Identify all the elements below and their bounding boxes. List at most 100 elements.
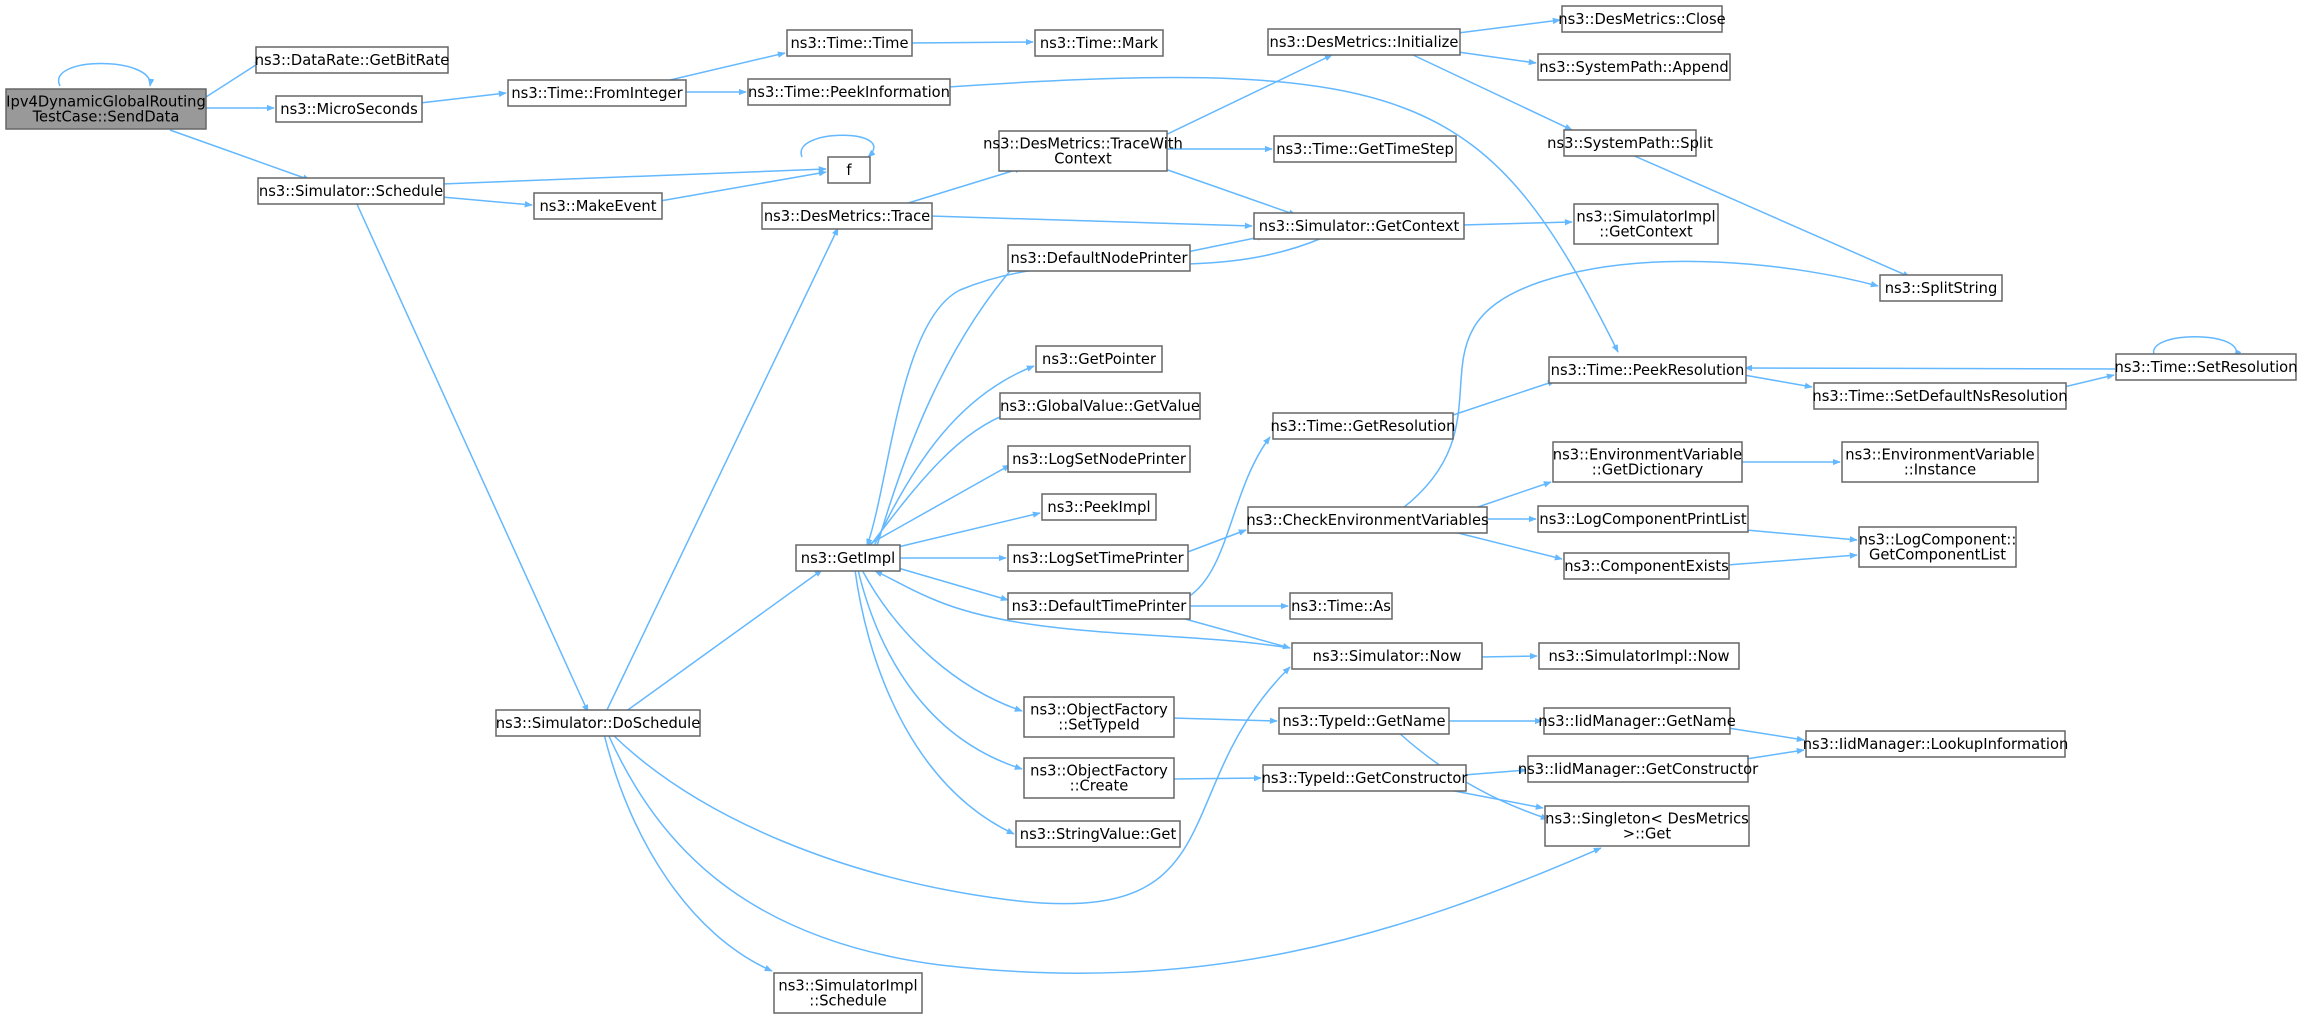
node-implschedule[interactable]: ns3::SimulatorImpl::Schedule [773, 972, 923, 1014]
node-label: ns3::IidManager::LookupInformation [1803, 736, 2069, 753]
edge-checkenv-envdict [1474, 481, 1552, 509]
node-label: ::GetDictionary [1592, 462, 1704, 479]
node-label: TestCase::SendData [32, 109, 180, 126]
node-setdefns[interactable]: ns3::Time::SetDefaultNsResolution [1812, 382, 2068, 410]
node-implnow[interactable]: ns3::SimulatorImpl::Now [1538, 642, 1740, 670]
node-singleton[interactable]: ns3::Singleton< DesMetrics >::Get [1544, 805, 1750, 847]
edge-getimpl-defnodeprinter [876, 263, 1017, 547]
node-microseconds[interactable]: ns3::MicroSeconds [275, 95, 423, 123]
node-desinit[interactable]: ns3::DesMetrics::Initialize [1267, 28, 1461, 56]
node-label: ns3::CheckEnvironmentVariables [1246, 512, 1488, 529]
node-strget[interactable]: ns3::StringValue::Get [1015, 820, 1181, 848]
node-label: Context [1054, 151, 1112, 168]
node-lognodeprinter[interactable]: ns3::LogSetNodePrinter [1007, 445, 1191, 473]
node-label: f [846, 162, 852, 179]
node-box [998, 130, 1168, 172]
edge-settypeid-typeidgetname [1171, 717, 1278, 724]
edge-getimpl-peekimpl [897, 511, 1041, 548]
node-timeas[interactable]: ns3::Time::As [1289, 592, 1393, 620]
node-getbitrate[interactable]: ns3::DataRate::GetBitRate [255, 46, 450, 74]
node-getres[interactable]: ns3::Time::GetResolution [1271, 412, 1456, 440]
node-desclose[interactable]: ns3::DesMetrics::Close [1558, 5, 1726, 33]
node-label: ns3::GlobalValue::GetValue [1000, 398, 1200, 415]
node-splitstring[interactable]: ns3::SplitString [1879, 274, 2003, 302]
node-box [275, 95, 423, 123]
node-deftimeprinter[interactable]: ns3::DefaultTimePrinter [1007, 592, 1191, 620]
edge-doschedule-trace [605, 227, 839, 713]
node-getcontext[interactable]: ns3::Simulator::GetContext [1253, 212, 1465, 240]
node-gvgetvalue[interactable]: ns3::GlobalValue::GetValue [999, 392, 1201, 420]
node-label: ns3::EnvironmentVariable [1553, 447, 1742, 464]
node-getimpl[interactable]: ns3::GetImpl [795, 544, 901, 572]
node-envdict[interactable]: ns3::EnvironmentVariable::GetDictionary [1552, 441, 1743, 483]
nodes: Ipv4DynamicGlobalRoutingTestCase::SendDa… [5, 5, 2298, 1014]
edge-getimpl-gvgetvalue [869, 412, 1011, 547]
node-typeidgetname[interactable]: ns3::TypeId::GetName [1278, 707, 1450, 735]
node-box [1537, 53, 1731, 81]
node-box [1015, 820, 1181, 848]
node-peekimpl[interactable]: ns3::PeekImpl [1041, 493, 1157, 521]
node-box [795, 544, 901, 572]
edge-doschedule-singleton [607, 733, 1602, 974]
edge-getcontext-implgetcontext [1461, 218, 1573, 226]
node-label: ns3::Time::FromInteger [511, 85, 683, 102]
node-box [1543, 707, 1731, 735]
node-implgetcontext[interactable]: ns3::SimulatorImpl::GetContext [1573, 203, 1719, 245]
node-box [1289, 592, 1393, 620]
edge-tracewith-getcontext [1164, 168, 1297, 216]
node-peekres[interactable]: ns3::Time::PeekResolution [1548, 356, 1747, 384]
edge-trace-tracewith [904, 167, 1023, 205]
edge-sched-f [441, 166, 827, 185]
node-f[interactable]: f [827, 156, 871, 184]
node-typeidgetctor[interactable]: ns3::TypeId::GetConstructor [1262, 764, 1469, 792]
node-box [1267, 28, 1461, 56]
node-makeevent[interactable]: ns3::MakeEvent [533, 192, 663, 220]
node-lookupinfo[interactable]: ns3::IidManager::LookupInformation [1803, 730, 2069, 758]
edge-root-getbitrate [205, 60, 263, 98]
node-box [1813, 382, 2067, 410]
node-logcompprint[interactable]: ns3::LogComponentPrintList [1537, 505, 1749, 533]
node-sched[interactable]: ns3::Simulator::Schedule [257, 177, 445, 205]
node-root[interactable]: Ipv4DynamicGlobalRoutingTestCase::SendDa… [5, 88, 207, 130]
node-iidgetname[interactable]: ns3::IidManager::GetName [1538, 707, 1736, 735]
node-doschedule[interactable]: ns3::Simulator::DoSchedule [495, 709, 701, 737]
edge-peekres-setdefns [1743, 374, 1813, 389]
node-settypeid[interactable]: ns3::ObjectFactory::SetTypeId [1023, 696, 1175, 738]
node-box [5, 88, 207, 130]
node-trace[interactable]: ns3::DesMetrics::Trace [761, 202, 933, 230]
node-defnodeprinter[interactable]: ns3::DefaultNodePrinter [1007, 244, 1191, 272]
node-mark[interactable]: ns3::Time::Mark [1034, 29, 1164, 57]
node-split[interactable]: ns3::SystemPath::Split [1547, 129, 1713, 157]
node-box [1561, 5, 1723, 33]
node-checkenv[interactable]: ns3::CheckEnvironmentVariables [1246, 506, 1489, 534]
node-label: ns3::Time::As [1291, 598, 1391, 615]
node-iidgetctor[interactable]: ns3::IidManager::GetConstructor [1518, 755, 1759, 783]
node-box [1253, 212, 1465, 240]
node-compexists[interactable]: ns3::ComponentExists [1563, 552, 1730, 580]
node-gettimestep[interactable]: ns3::Time::GetTimeStep [1273, 135, 1457, 163]
node-box [2115, 353, 2297, 381]
node-append[interactable]: ns3::SystemPath::Append [1537, 53, 1731, 81]
node-label: ns3::Time::Mark [1040, 35, 1159, 52]
node-box [1537, 505, 1749, 533]
node-label: ns3::TypeId::GetName [1283, 713, 1446, 730]
node-ofcreate[interactable]: ns3::ObjectFactory::Create [1023, 757, 1175, 799]
node-getcomplist[interactable]: ns3::LogComponent::GetComponentList [1858, 526, 2017, 568]
node-frominteger[interactable]: ns3::Time::FromInteger [507, 79, 687, 107]
node-label: ns3::SystemPath::Append [1539, 59, 1729, 76]
node-logtimeprinter[interactable]: ns3::LogSetTimePrinter [1007, 544, 1189, 572]
node-label: ns3::LogComponentPrintList [1539, 511, 1746, 528]
node-label: ns3::DesMetrics::Initialize [1270, 34, 1459, 51]
edge-trace-getcontext [929, 215, 1253, 229]
node-getpointer[interactable]: ns3::GetPointer [1035, 345, 1163, 373]
node-box [1023, 696, 1175, 738]
node-envinst[interactable]: ns3::EnvironmentVariable::Instance [1841, 441, 2039, 483]
node-timetime[interactable]: ns3::Time::Time [786, 29, 913, 57]
node-label: ns3::SimulatorImpl [1576, 209, 1715, 226]
node-setres[interactable]: ns3::Time::SetResolution [2115, 353, 2298, 381]
edge-getimpl-lognodeprinter [865, 464, 1011, 547]
node-box [1007, 445, 1191, 473]
node-peekinfo[interactable]: ns3::Time::PeekInformation [747, 78, 951, 106]
node-simnow[interactable]: ns3::Simulator::Now [1291, 642, 1483, 670]
